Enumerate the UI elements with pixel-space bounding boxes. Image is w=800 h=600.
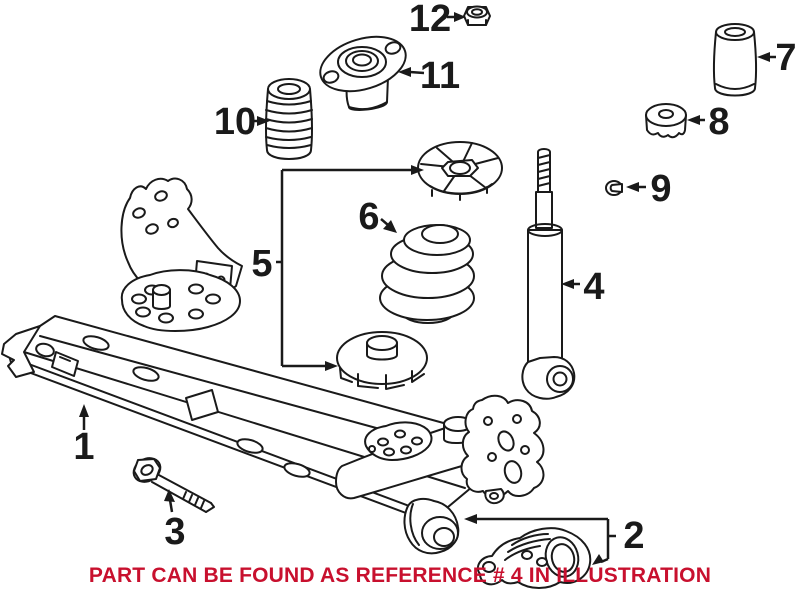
bump-stop-ribbed-drawing xyxy=(264,78,314,160)
spring-seat-lower-drawing xyxy=(336,331,428,390)
callout-1-label: 1 xyxy=(73,426,94,468)
spring-drawing xyxy=(379,224,475,324)
callout-7-label: 7 xyxy=(775,37,796,79)
axle-beam-drawing xyxy=(1,177,545,523)
clip-drawing xyxy=(605,180,623,196)
callout-9-label: 9 xyxy=(650,168,671,210)
callout-5-label: 5 xyxy=(251,243,272,285)
callout-2-label: 2 xyxy=(623,515,644,557)
bushing-and-bracket-drawing xyxy=(403,497,592,589)
callout-12-label: 12 xyxy=(409,0,451,40)
callout-3-label: 3 xyxy=(164,511,185,553)
callout-11-label: 11 xyxy=(420,55,460,97)
reference-notice-text: PART CAN BE FOUND AS REFERENCE # 4 IN IL… xyxy=(88,564,712,587)
callout-8-label: 8 xyxy=(708,101,729,143)
strut-mount-drawing xyxy=(319,35,407,111)
callout-10-label: 10 xyxy=(214,101,256,143)
callout-leaders xyxy=(79,12,776,565)
callout-labels: 1 2 3 4 5 6 7 8 9 10 11 12 xyxy=(73,0,796,557)
callout-6-label: 6 xyxy=(358,196,379,238)
spring-seat-upper-drawing xyxy=(417,141,503,201)
callout-4-label: 4 xyxy=(583,266,604,308)
buffer-cone-drawing xyxy=(712,23,758,97)
cap-drawing xyxy=(645,103,687,139)
callout-5-bracket-lines xyxy=(276,165,424,371)
nut-drawing xyxy=(463,5,491,26)
shock-absorber-drawing xyxy=(521,148,576,400)
bolt-drawing xyxy=(132,457,215,513)
